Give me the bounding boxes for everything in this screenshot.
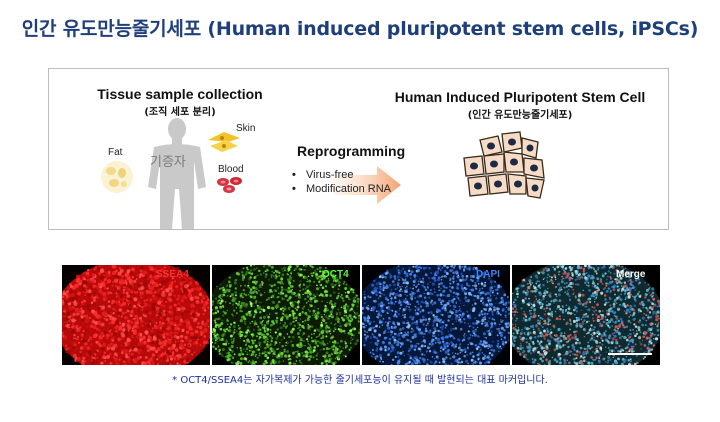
ssea4-stain-image: SSEA4 bbox=[62, 265, 210, 365]
workflow-panel bbox=[48, 68, 669, 230]
blood-label: Blood bbox=[218, 164, 244, 175]
reprogramming-heading: Reprogramming bbox=[297, 143, 406, 159]
ipsc-heading: Human Induced Pluripotent Stem Cell bbox=[394, 89, 646, 105]
blood-cells-icon bbox=[217, 177, 242, 193]
footnote: * OCT4/SSEA4는 자가복제가 가능한 줄기세포능이 유지될 때 발현되… bbox=[172, 375, 548, 386]
stain-label-oct4: OCT4 bbox=[322, 269, 349, 280]
fat-label: Fat bbox=[108, 147, 123, 158]
oct4-stain-image: OCT4 bbox=[212, 265, 360, 365]
ipsc-subheading: (인간 유도만능줄기세포) bbox=[467, 110, 573, 121]
skin-cells-icon bbox=[208, 132, 240, 152]
merge-stain-image: Merge bbox=[512, 265, 660, 365]
tissue-subheading: (조직 세포 분리) bbox=[144, 107, 216, 118]
stain-label-merge: Merge bbox=[616, 269, 646, 280]
list-item: •Virus-free bbox=[292, 169, 354, 181]
human-silhouette-icon bbox=[148, 118, 206, 229]
page-title: 인간 유도만능줄기세포 (Human induced pluripotent s… bbox=[21, 18, 699, 40]
stain-label-ssea4: SSEA4 bbox=[156, 269, 189, 280]
scale-bar bbox=[608, 353, 652, 355]
list-item: •Modification RNA bbox=[292, 183, 391, 195]
donor-label: 기증자 bbox=[150, 155, 186, 170]
reprogramming-arrow bbox=[333, 166, 401, 204]
dapi-stain-image: DAPI bbox=[362, 265, 510, 365]
fat-cells-icon bbox=[101, 161, 133, 193]
reprogramming-methods: •Virus-free •Modification RNA bbox=[292, 168, 391, 196]
tissue-heading: Tissue sample collection bbox=[97, 86, 263, 102]
skin-label: Skin bbox=[236, 123, 256, 134]
ipsc-cluster-icon bbox=[463, 131, 545, 199]
stain-label-dapi: DAPI bbox=[476, 269, 500, 280]
